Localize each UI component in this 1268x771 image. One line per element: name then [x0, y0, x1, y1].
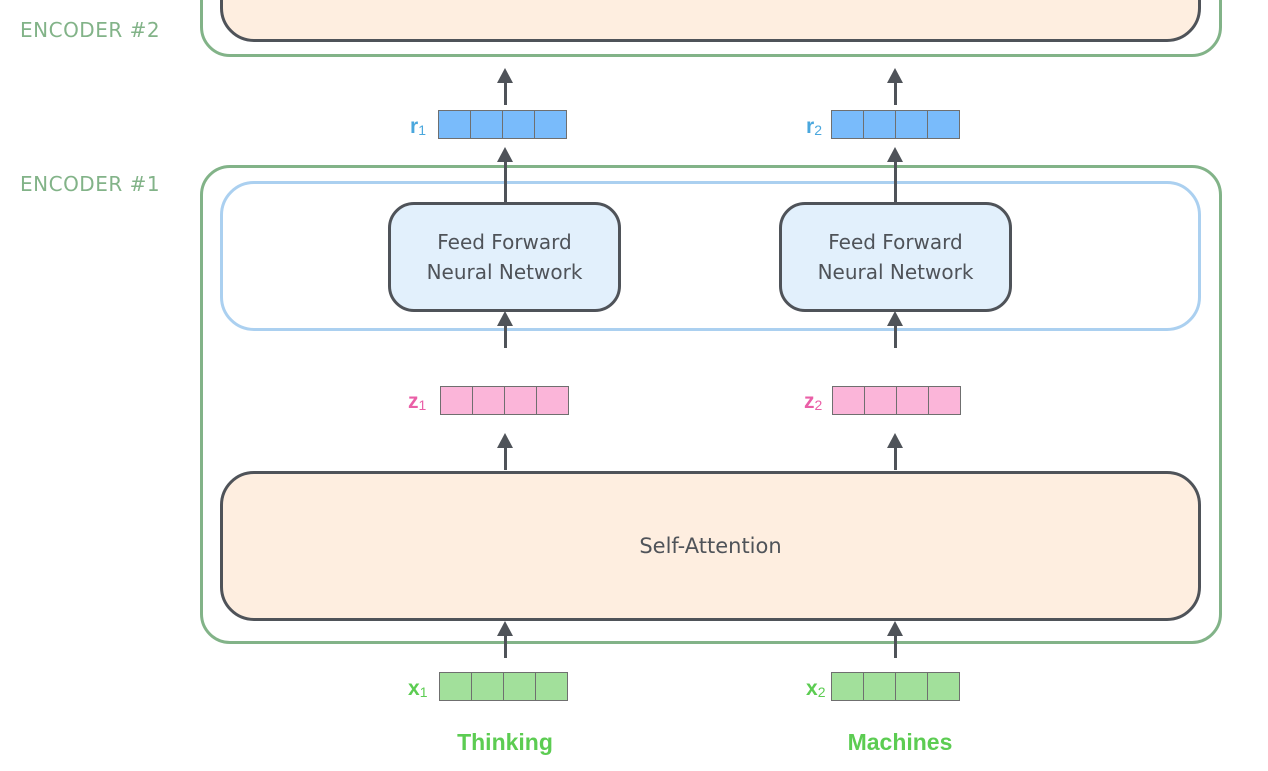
arrow-up-icon [497, 68, 513, 105]
arrow-up-icon [887, 147, 903, 203]
self-attention-layer: Self-Attention [220, 471, 1201, 621]
arrow-up-icon [497, 311, 513, 348]
ffn-2-line-2: Neural Network [817, 260, 974, 284]
r2-label: r2 [806, 115, 822, 138]
feed-forward-network-2: Feed Forward Neural Network [779, 202, 1012, 312]
x1-label: x1 [408, 677, 428, 700]
ffn-1-line-1: Feed Forward [437, 230, 572, 254]
encoder-2-frame [200, 0, 1222, 57]
z1-label: z1 [408, 390, 427, 413]
r1-label: r1 [410, 115, 426, 138]
word-thinking: Thinking [457, 729, 553, 755]
r2-vector [831, 110, 960, 139]
r1-vector [438, 110, 567, 139]
z2-vector [832, 386, 961, 415]
word-machines: Machines [847, 729, 953, 755]
arrow-up-icon [497, 433, 513, 470]
x1-vector [439, 672, 568, 701]
encoder-1-label: ENCODER #1 [20, 172, 161, 196]
arrow-up-icon [887, 68, 903, 105]
encoder-2-layer [220, 0, 1201, 42]
arrow-up-icon [497, 147, 513, 203]
feed-forward-group [220, 181, 1201, 331]
encoder-1-frame [200, 165, 1222, 644]
z1-vector [440, 386, 569, 415]
x2-label: x2 [806, 677, 826, 700]
z2-label: z2 [804, 390, 823, 413]
arrow-up-icon [887, 433, 903, 470]
ffn-2-line-1: Feed Forward [828, 230, 963, 254]
ffn-1-line-2: Neural Network [426, 260, 583, 284]
encoder-2-label: ENCODER #2 [20, 18, 161, 42]
arrow-up-icon [497, 621, 513, 658]
feed-forward-network-1: Feed Forward Neural Network [388, 202, 621, 312]
arrow-up-icon [887, 621, 903, 658]
arrow-up-icon [887, 311, 903, 348]
self-attention-label: Self-Attention [639, 534, 782, 558]
x2-vector [831, 672, 960, 701]
